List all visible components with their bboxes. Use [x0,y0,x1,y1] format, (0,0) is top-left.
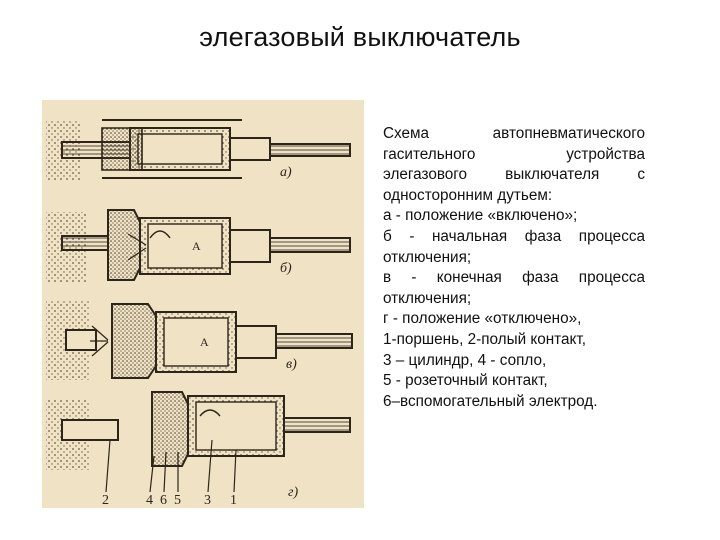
chamber-mark-b: А [192,239,201,253]
caption-line: элегазового выключателя с [383,166,645,184]
breaker-schematic-figure: а) б) в) г) А А 2 4 6 5 3 1 [42,100,364,508]
caption-line: а - положение «включено»; [383,207,578,225]
caption-line: 6–вспомогательный электрод. [383,392,598,410]
schematic-drawing: а) б) в) г) А А 2 4 6 5 3 1 [46,119,353,508]
panel-b-drawing [46,209,351,282]
callout-3: 3 [204,493,211,508]
caption-line: б - начальная фаза процесса [383,227,645,245]
caption-line: 1-поршень, 2-полый контакт, [383,330,586,348]
callout-1: 1 [230,493,237,508]
panel-label-d: г) [288,485,298,500]
callout-6: 6 [160,493,167,508]
caption-line: 3 – цилиндр, 4 - сопло, [383,351,547,369]
caption-line: в - конечная фаза процесса [383,269,645,287]
caption-line: 5 - розеточный контакт, [383,372,548,390]
panel-label-a: а) [280,165,292,180]
panel-label-b: б) [280,261,292,276]
caption-line: отключения; [383,289,472,307]
chamber-mark-c: А [200,335,209,349]
caption-line: односторонним дутьем: [383,186,553,204]
figure-caption: Схема автопневматического гасительного у… [383,124,645,412]
caption-line: гасительного устройства [383,145,645,163]
panel-c-drawing [46,300,353,380]
caption-line: отключения; [383,248,472,266]
caption-line: Схема автопневматического [383,125,645,142]
callout-4: 4 [146,493,153,508]
panel-d-drawing [46,391,351,493]
panel-a-drawing [46,119,351,180]
caption-line: г - положение «отключено», [383,310,582,328]
callout-5: 5 [174,493,181,508]
slide-title: элегазовый выключатель [199,22,521,52]
callout-2: 2 [102,493,109,508]
panel-label-c: в) [286,357,297,372]
